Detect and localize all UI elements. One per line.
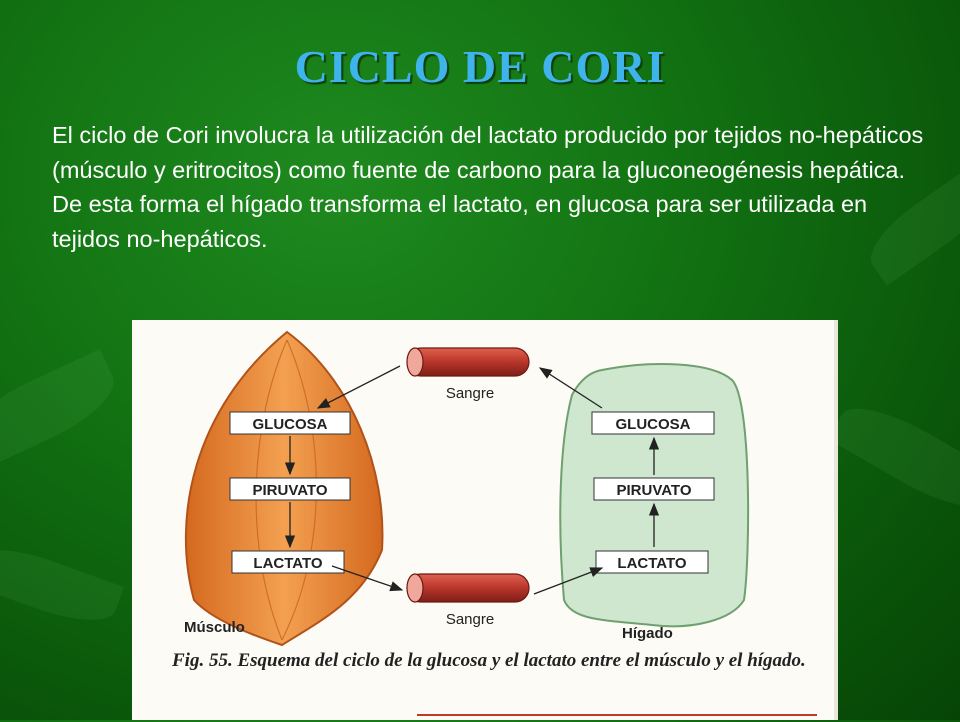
blood-bottom-label: Sangre xyxy=(446,611,494,628)
background-leaf xyxy=(0,535,125,635)
liver-glucosa-label: GLUCOSA xyxy=(616,416,691,433)
muscle-piruvato-label: PIRUVATO xyxy=(252,482,327,499)
arrow-blood-to-liver-lactate xyxy=(533,567,604,595)
arrow-liver-glucose-to-blood xyxy=(538,367,603,409)
blood-vessel-bottom xyxy=(406,573,530,603)
liver-lactato-label: LACTATO xyxy=(617,555,686,572)
muscle-piruvato-box: PIRUVATO xyxy=(229,477,351,501)
background-leaf xyxy=(827,391,960,524)
figure-bottom-strip xyxy=(417,714,817,722)
muscle-label: Músculo xyxy=(184,619,245,636)
liver-glucosa-box: GLUCOSA xyxy=(591,411,715,435)
liver-piruvato-box: PIRUVATO xyxy=(593,477,715,501)
muscle-lactato-label: LACTATO xyxy=(253,555,322,572)
liver-lactato-box: LACTATO xyxy=(595,550,709,574)
cori-diagram: GLUCOSA PIRUVATO LACTATO GLUCOSA PIRUVAT… xyxy=(184,330,750,647)
cori-cycle-figure: GLUCOSA PIRUVATO LACTATO GLUCOSA PIRUVAT… xyxy=(132,320,838,720)
muscle-glucosa-box: GLUCOSA xyxy=(229,411,351,435)
slide-paragraph: El ciclo de Cori involucra la utilizació… xyxy=(52,122,924,252)
figure-caption: Fig. 55. Esquema del ciclo de la glucosa… xyxy=(172,650,806,671)
blood-vessel-top xyxy=(406,347,530,377)
muscle-glucosa-label: GLUCOSA xyxy=(253,416,328,433)
arrow-blood-to-muscle-glucose xyxy=(316,365,401,409)
slide-title: CICLO DE CORI xyxy=(294,41,666,92)
muscle-lactato-box: LACTATO xyxy=(231,550,345,574)
liver-label: Hígado xyxy=(622,625,673,642)
liver-piruvato-label: PIRUVATO xyxy=(616,482,691,499)
arrow-muscle-lactate-to-blood xyxy=(331,565,404,592)
blood-top-label: Sangre xyxy=(446,385,494,402)
background-leaf xyxy=(0,349,126,471)
